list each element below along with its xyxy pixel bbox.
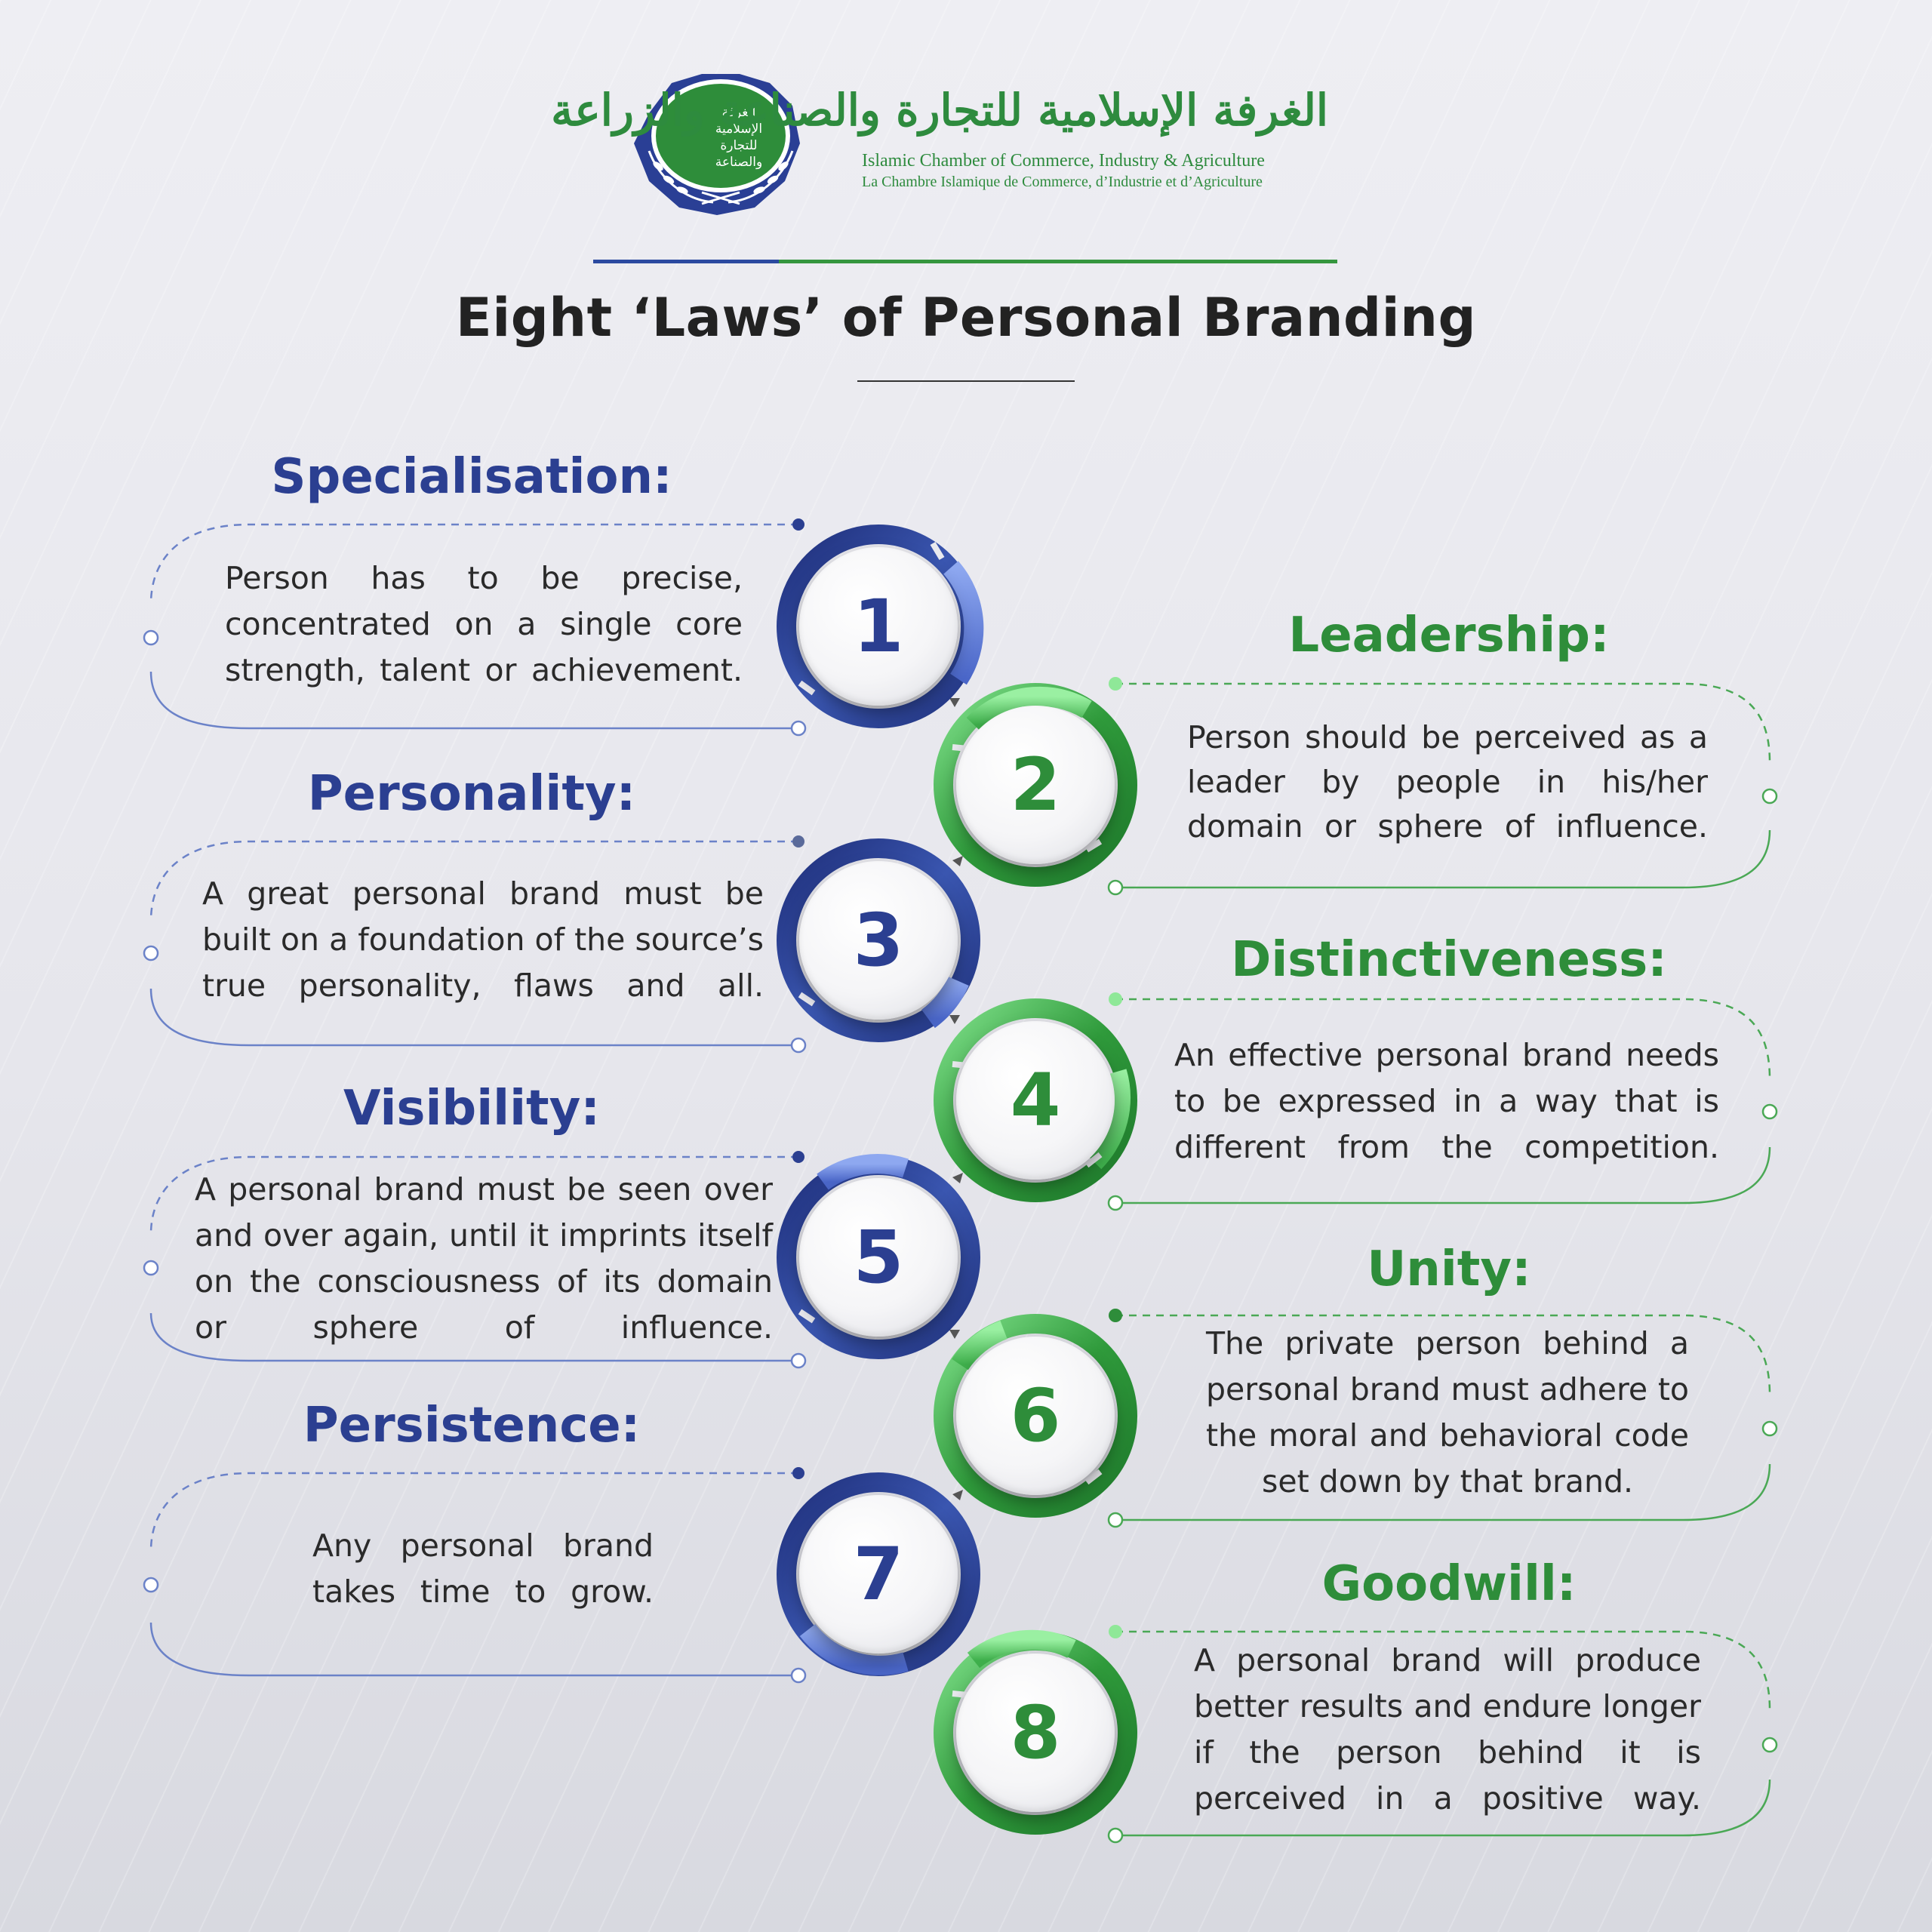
bracket-8 — [1107, 1625, 1778, 1844]
org-english-name: Islamic Chamber of Commerce, Industry & … — [862, 151, 1265, 171]
chamber-emblem-logo — [634, 74, 800, 215]
law-5-number: 5 — [799, 1178, 958, 1337]
law-1-number: 1 — [799, 547, 958, 706]
law-1-text: Person has to be precise, concentrated o… — [225, 560, 743, 688]
title-underline — [857, 380, 1075, 382]
org-arabic-name: الغرفة الإسلامية للتجارة والصناعة والزرا… — [551, 85, 1328, 136]
page-title: Eight ‘Laws’ of Personal Branding — [455, 287, 1477, 349]
law-3-title: Personality: — [307, 766, 636, 822]
law-8-title: Goodwill: — [1321, 1556, 1577, 1612]
law-7-title: Persistence: — [303, 1398, 641, 1454]
law-2-text: Person should be perceived as a leader b… — [1187, 719, 1708, 844]
bracket-4 — [1107, 992, 1778, 1211]
rings — [777, 525, 1137, 1835]
law-4-title: Distinctiveness: — [1231, 932, 1667, 988]
ring-arrows — [949, 698, 963, 1500]
emblem-calligraphy: الغرفة الإسلامية للتجارة والصناعة والزرا… — [715, 105, 763, 172]
law-3-text: A great personal brand must be built on … — [202, 875, 764, 1004]
law-5-text: A personal brand must be seen over and o… — [195, 1171, 773, 1346]
header-rule-blue — [593, 260, 779, 263]
law-8-text: A personal brand will produce better res… — [1194, 1642, 1701, 1817]
law-7-text: Any personal brand takes time to grow. — [312, 1527, 654, 1610]
header-rule-green — [779, 260, 1337, 263]
law-2-number: 2 — [956, 706, 1115, 864]
bracket-6 — [1107, 1309, 1778, 1528]
law-6-title: Unity: — [1367, 1241, 1531, 1297]
org-french-name: La Chambre Islamique de Commerce, d’Indu… — [862, 174, 1263, 190]
law-6-number: 6 — [956, 1337, 1115, 1495]
law-7-number: 7 — [799, 1495, 958, 1654]
law-8-number: 8 — [956, 1654, 1115, 1812]
law-1-title: Specialisation: — [271, 449, 672, 505]
header: الغرفة الإسلامية للتجارة والصناعة والزرا… — [551, 60, 1343, 226]
law-4-number: 4 — [956, 1021, 1115, 1180]
bracket-3 — [143, 835, 807, 1054]
law-6-text: The private person behind a personal bra… — [1206, 1325, 1689, 1500]
bracket-1 — [143, 518, 807, 737]
law-5-title: Visibility: — [343, 1081, 600, 1137]
bracket-2 — [1107, 677, 1778, 896]
law-4-text: An effective personal brand needs to be … — [1174, 1037, 1719, 1165]
law-3-number: 3 — [799, 861, 958, 1020]
law-2-title: Leadership: — [1288, 608, 1610, 663]
bracket-7 — [143, 1467, 807, 1684]
bracket-5 — [143, 1151, 807, 1369]
